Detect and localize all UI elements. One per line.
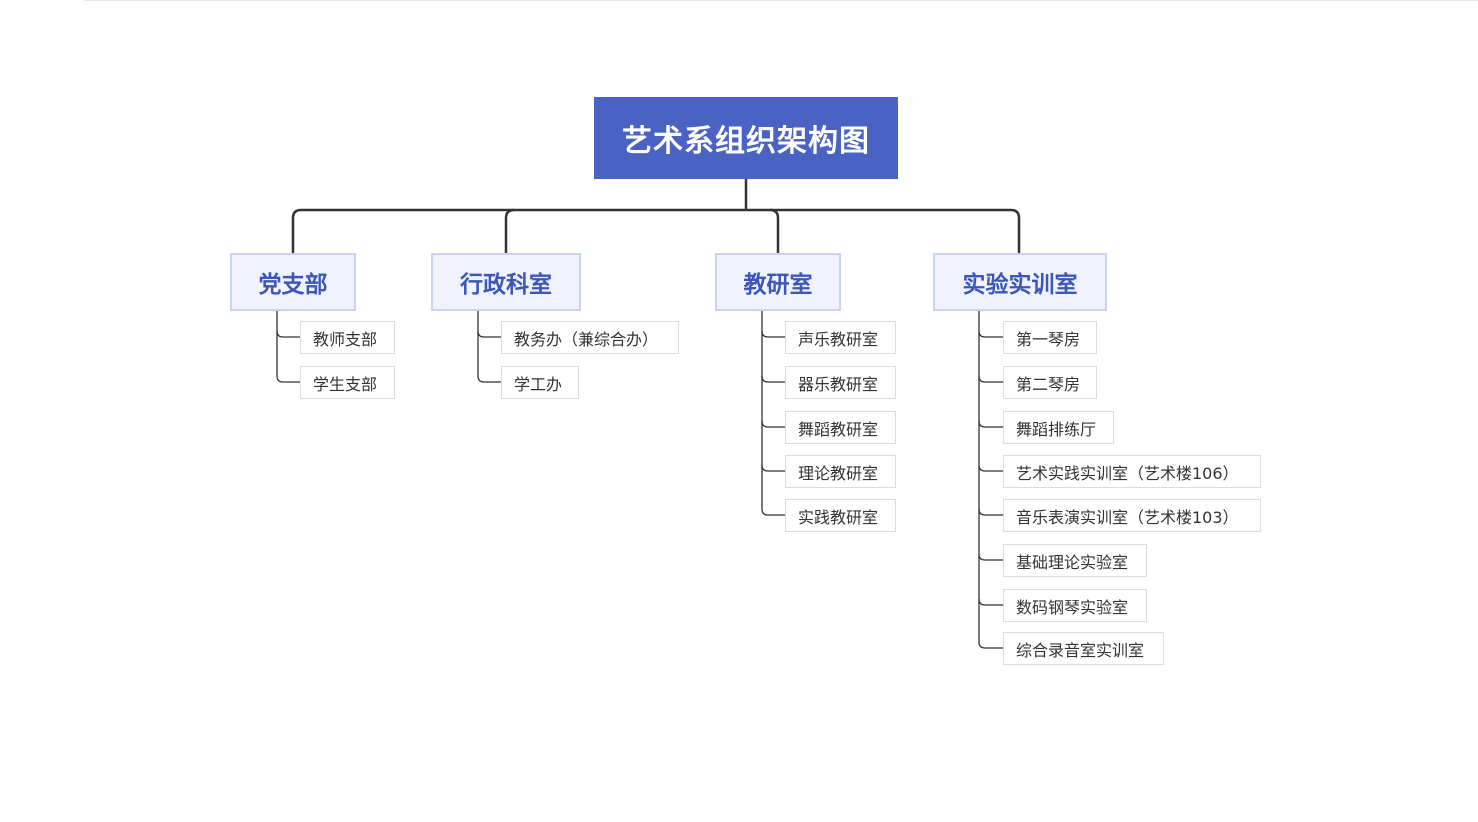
leaf-node[interactable]: 实践教研室 [785,499,896,532]
leaf-node[interactable]: 声乐教研室 [785,321,896,354]
leaf-node[interactable]: 学生支部 [300,366,395,399]
leaf-node[interactable]: 综合录音室实训室 [1003,632,1164,665]
branch-party[interactable]: 党支部 [230,253,356,311]
leaf-node[interactable]: 舞蹈教研室 [785,411,896,444]
top-divider [84,0,1478,1]
leaf-node[interactable]: 学工办 [501,366,579,399]
branch-connector-3 [769,208,780,253]
branch-lab[interactable]: 实验实训室 [933,253,1107,311]
leaf-node[interactable]: 基础理论实验室 [1003,544,1147,577]
bus-connector [291,208,1021,253]
leaf-node[interactable]: 器乐教研室 [785,366,896,399]
branch-teaching[interactable]: 教研室 [715,253,841,311]
branch-admin[interactable]: 行政科室 [431,253,581,311]
leaf-node[interactable]: 理论教研室 [785,455,896,488]
leaf-node[interactable]: 艺术实践实训室（艺术楼106） [1003,455,1261,488]
branch-connector-2 [504,208,515,253]
root-title[interactable]: 艺术系组织架构图 [594,97,898,179]
leaf-node[interactable]: 数码钢琴实验室 [1003,589,1147,622]
leaf-node[interactable]: 第二琴房 [1003,366,1097,399]
leaf-node[interactable]: 舞蹈排练厅 [1003,411,1114,444]
leaf-node[interactable]: 第一琴房 [1003,321,1097,354]
leaf-node[interactable]: 教务办（兼综合办） [501,321,679,354]
leaf-node[interactable]: 教师支部 [300,321,395,354]
leaf-node[interactable]: 音乐表演实训室（艺术楼103） [1003,499,1261,532]
